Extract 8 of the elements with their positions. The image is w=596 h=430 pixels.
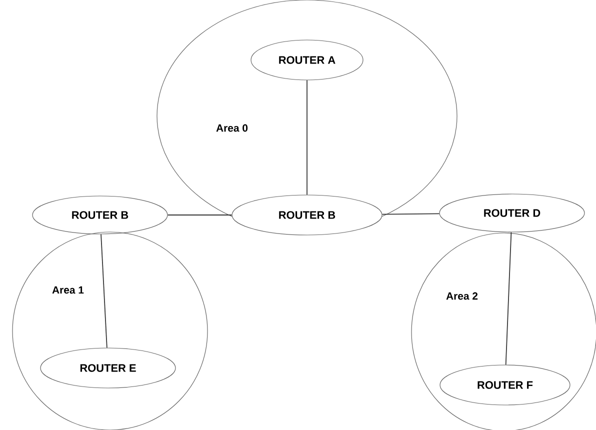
link-line	[100, 234, 108, 348]
link-line	[306, 80, 308, 196]
area-label: Area 1	[52, 286, 84, 294]
link-line	[505, 232, 512, 366]
area-label: Area 0	[216, 124, 248, 132]
area-label: Area 2	[446, 292, 478, 300]
link-line	[167, 214, 232, 216]
link-line	[382, 213, 440, 215]
